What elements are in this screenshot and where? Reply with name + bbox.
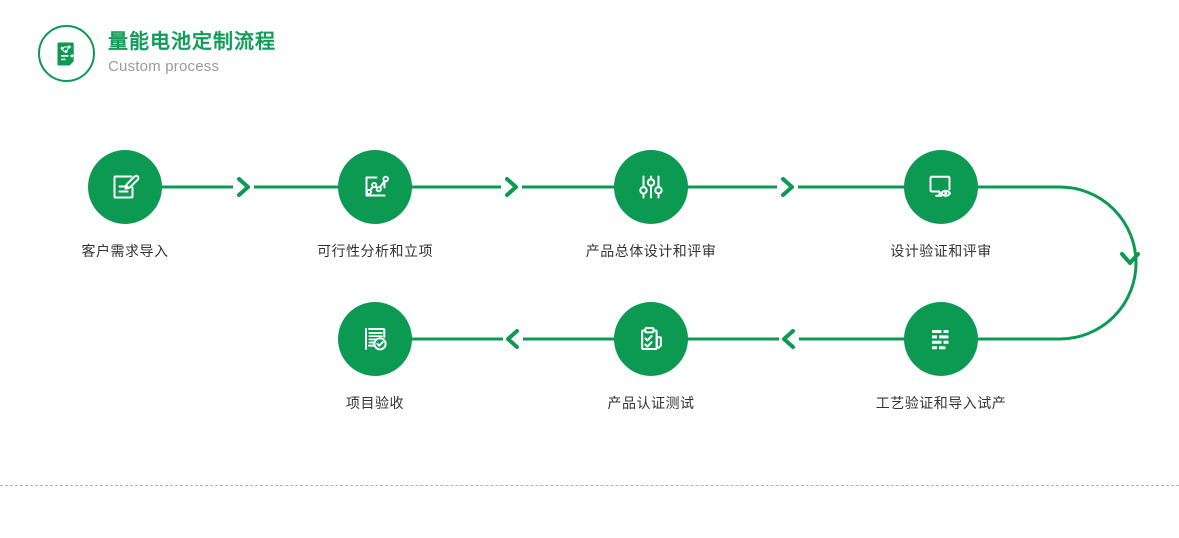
chevron-left-icon bbox=[782, 329, 795, 349]
header-text-block: 量能电池定制流程 Custom process bbox=[108, 29, 276, 78]
document-pencil-icon bbox=[107, 169, 143, 205]
process-node-3[interactable] bbox=[614, 150, 688, 224]
process-node-5[interactable] bbox=[904, 302, 978, 376]
monitor-eye-icon bbox=[923, 169, 959, 205]
connector-u-curve bbox=[976, 185, 1138, 341]
process-node-2-label: 可行性分析和立项 bbox=[317, 243, 433, 259]
process-node-6[interactable] bbox=[614, 302, 688, 376]
process-node-4[interactable] bbox=[904, 150, 978, 224]
page-subtitle: Custom process bbox=[108, 58, 220, 75]
process-node-1-label: 客户需求导入 bbox=[81, 243, 169, 259]
chevron-right-icon bbox=[781, 177, 794, 197]
chevron-right-icon bbox=[237, 177, 250, 197]
sliders-icon bbox=[633, 169, 669, 205]
line-chart-icon bbox=[357, 169, 393, 205]
section-header: 量能电池定制流程 Custom process bbox=[38, 25, 276, 82]
chevron-right-icon bbox=[505, 177, 518, 197]
document-check-icon bbox=[357, 321, 393, 357]
flowchart-document-icon bbox=[38, 25, 95, 82]
process-node-2[interactable] bbox=[338, 150, 412, 224]
page-title: 量能电池定制流程 bbox=[108, 31, 276, 53]
chevron-left-icon bbox=[506, 329, 519, 349]
bar-levels-icon bbox=[923, 321, 959, 357]
dashed-divider bbox=[0, 485, 1179, 486]
process-node-7-label: 项目验收 bbox=[346, 395, 404, 411]
process-node-5-label: 工艺验证和导入试产 bbox=[875, 395, 1007, 411]
process-node-4-label: 设计验证和评审 bbox=[890, 243, 992, 259]
process-node-6-label: 产品认证测试 bbox=[607, 395, 695, 411]
process-node-3-label: 产品总体设计和评审 bbox=[585, 243, 717, 259]
flow-connectors bbox=[160, 177, 1140, 349]
process-node-1[interactable] bbox=[88, 150, 162, 224]
process-node-7[interactable] bbox=[338, 302, 412, 376]
chevron-down-icon bbox=[1120, 252, 1140, 265]
process-flow-diagram: 客户需求导入 可行性分析和立项 bbox=[0, 110, 1179, 440]
clipboard-check-icon bbox=[633, 321, 669, 357]
